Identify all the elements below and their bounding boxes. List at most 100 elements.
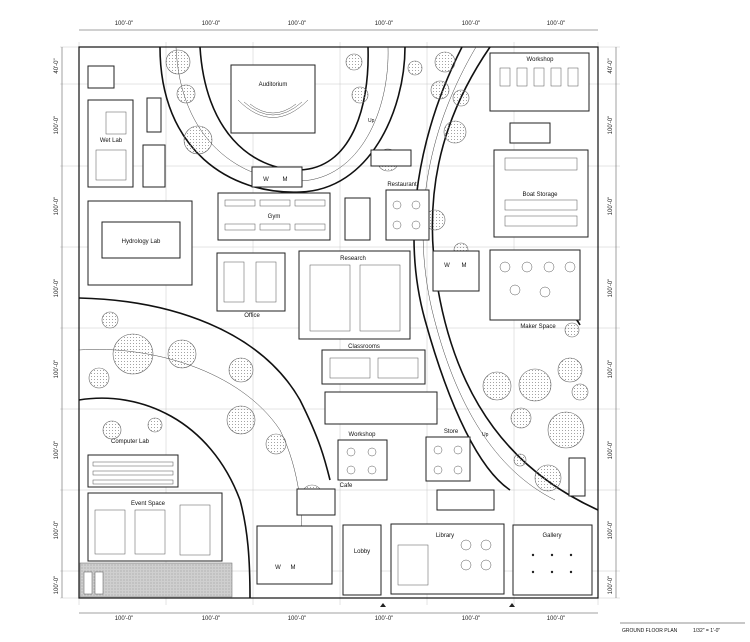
label-boat-storage: Boat Storage: [522, 192, 558, 198]
stair-up-label-1: Up: [368, 118, 375, 124]
kitchen: [344, 197, 371, 241]
svg-text:100'-0": 100'-0": [608, 116, 614, 135]
restroom-2-w: W: [444, 263, 450, 269]
label-auditorium: Auditorium: [259, 82, 288, 88]
svg-text:100'-0": 100'-0": [54, 521, 60, 540]
room-gallery: [512, 524, 593, 596]
computer-desks: [92, 461, 174, 485]
room-cafe: [296, 488, 336, 516]
site-boundary: [78, 46, 599, 599]
svg-text:100'-0": 100'-0": [54, 116, 60, 135]
room-store: [425, 436, 471, 482]
store-displays: [433, 445, 463, 475]
restroom-block-1: [251, 166, 303, 188]
svg-text:100'-0": 100'-0": [608, 576, 614, 595]
lab-storage-top: [87, 65, 115, 89]
restaurant-tables: [392, 200, 421, 230]
boat-racks: [504, 157, 578, 227]
boat-storage-service: [509, 122, 551, 144]
research-desks: [309, 264, 401, 332]
label-restaurant: Restaurant: [387, 182, 417, 188]
svg-text:100'-0": 100'-0": [375, 616, 394, 622]
svg-text:100'-0": 100'-0": [608, 279, 614, 298]
service-room-b: [568, 457, 586, 497]
title-block: GROUND FLOOR PLAN 1/32" = 1'-0": [620, 622, 745, 634]
room-classrooms: [321, 349, 426, 385]
label-hydrology-lab: Hydrology Lab: [122, 239, 161, 245]
room-boat-storage: [493, 149, 589, 238]
label-store: Store: [444, 429, 459, 435]
svg-text:100'-0": 100'-0": [547, 21, 566, 27]
svg-text:40'-0": 40'-0": [608, 58, 614, 73]
svg-text:100'-0": 100'-0": [547, 616, 566, 622]
label-computer-lab: Computer Lab: [111, 439, 150, 445]
restroom-block-2: [432, 250, 480, 292]
restroom-3-m: M: [291, 565, 296, 571]
label-gallery: Gallery: [542, 533, 561, 539]
room-event-space: [87, 492, 223, 562]
svg-text:100'-0": 100'-0": [54, 197, 60, 216]
svg-text:100'-0": 100'-0": [54, 279, 60, 298]
restroom-1-m: M: [283, 177, 288, 183]
label-gym: Gym: [268, 214, 281, 220]
wet-lab-benches: [95, 111, 127, 181]
parking-area: [79, 562, 233, 598]
service-room-d: [146, 97, 162, 133]
svg-text:100'-0": 100'-0": [288, 21, 307, 27]
library-tables: [397, 539, 492, 586]
svg-text:100'-0": 100'-0": [54, 441, 60, 460]
office-desks: [223, 261, 277, 303]
svg-text:100'-0": 100'-0": [608, 521, 614, 540]
svg-text:100'-0": 100'-0": [375, 21, 394, 27]
room-classrooms-lower: [324, 391, 438, 425]
classroom-desks: [329, 357, 419, 379]
room-research: [298, 250, 411, 340]
plan-title: GROUND FLOOR PLAN: [622, 628, 678, 634]
service-room-a: [436, 489, 495, 511]
room-auditorium: [230, 64, 316, 134]
restroom-3-w: W: [275, 565, 281, 571]
service-room-c: [370, 149, 412, 167]
restroom-1-w: W: [263, 177, 269, 183]
label-workshop-mid: Workshop: [349, 432, 377, 438]
workshop-mid-tables: [346, 447, 377, 475]
entrance-markers: [380, 603, 515, 607]
svg-text:100'-0": 100'-0": [462, 21, 481, 27]
label-wet-lab: Wet Lab: [100, 138, 123, 144]
svg-text:100'-0": 100'-0": [202, 21, 221, 27]
gym-equipment: [224, 199, 326, 231]
dimension-top: 100'-0" 100'-0" 100'-0" 100'-0" 100'-0" …: [79, 21, 598, 31]
room-library: [390, 523, 505, 595]
maker-space-tables: [499, 261, 576, 298]
dimension-bottom: 100'-0" 100'-0" 100'-0" 100'-0" 100'-0" …: [79, 612, 598, 622]
label-office: Office: [244, 313, 260, 319]
label-workshop-top: Workshop: [527, 57, 555, 63]
svg-text:100'-0": 100'-0": [462, 616, 481, 622]
svg-text:100'-0": 100'-0": [115, 616, 134, 622]
plan-scale: 1/32" = 1'-0": [693, 628, 720, 634]
gallery-columns: [531, 553, 573, 574]
landscape-planters: [88, 49, 589, 506]
label-maker-space: Maker Space: [520, 324, 556, 330]
hydrology-tank: [101, 221, 181, 259]
restroom-block-3: [256, 525, 333, 585]
room-workshop-top: [489, 52, 590, 112]
room-maker-space: [489, 249, 581, 321]
room-restaurant: [385, 189, 430, 241]
svg-text:100'-0": 100'-0": [608, 360, 614, 379]
room-wet-lab: [87, 99, 134, 188]
svg-text:100'-0": 100'-0": [202, 616, 221, 622]
svg-text:100'-0": 100'-0": [288, 616, 307, 622]
label-classrooms: Classrooms: [348, 344, 380, 350]
auditorium-seating: [237, 99, 309, 118]
room-lobby: [342, 524, 382, 596]
dimension-right: 40'-0" 100'-0" 100'-0" 100'-0" 100'-0" 1…: [608, 47, 617, 598]
parking-vehicles: [83, 571, 104, 595]
svg-text:100'-0": 100'-0": [608, 197, 614, 216]
svg-text:100'-0": 100'-0": [608, 441, 614, 460]
label-event-space: Event Space: [131, 501, 166, 507]
svg-text:40'-0": 40'-0": [54, 58, 60, 73]
room-gym: [217, 192, 331, 241]
workshop-top-benches: [499, 67, 579, 87]
